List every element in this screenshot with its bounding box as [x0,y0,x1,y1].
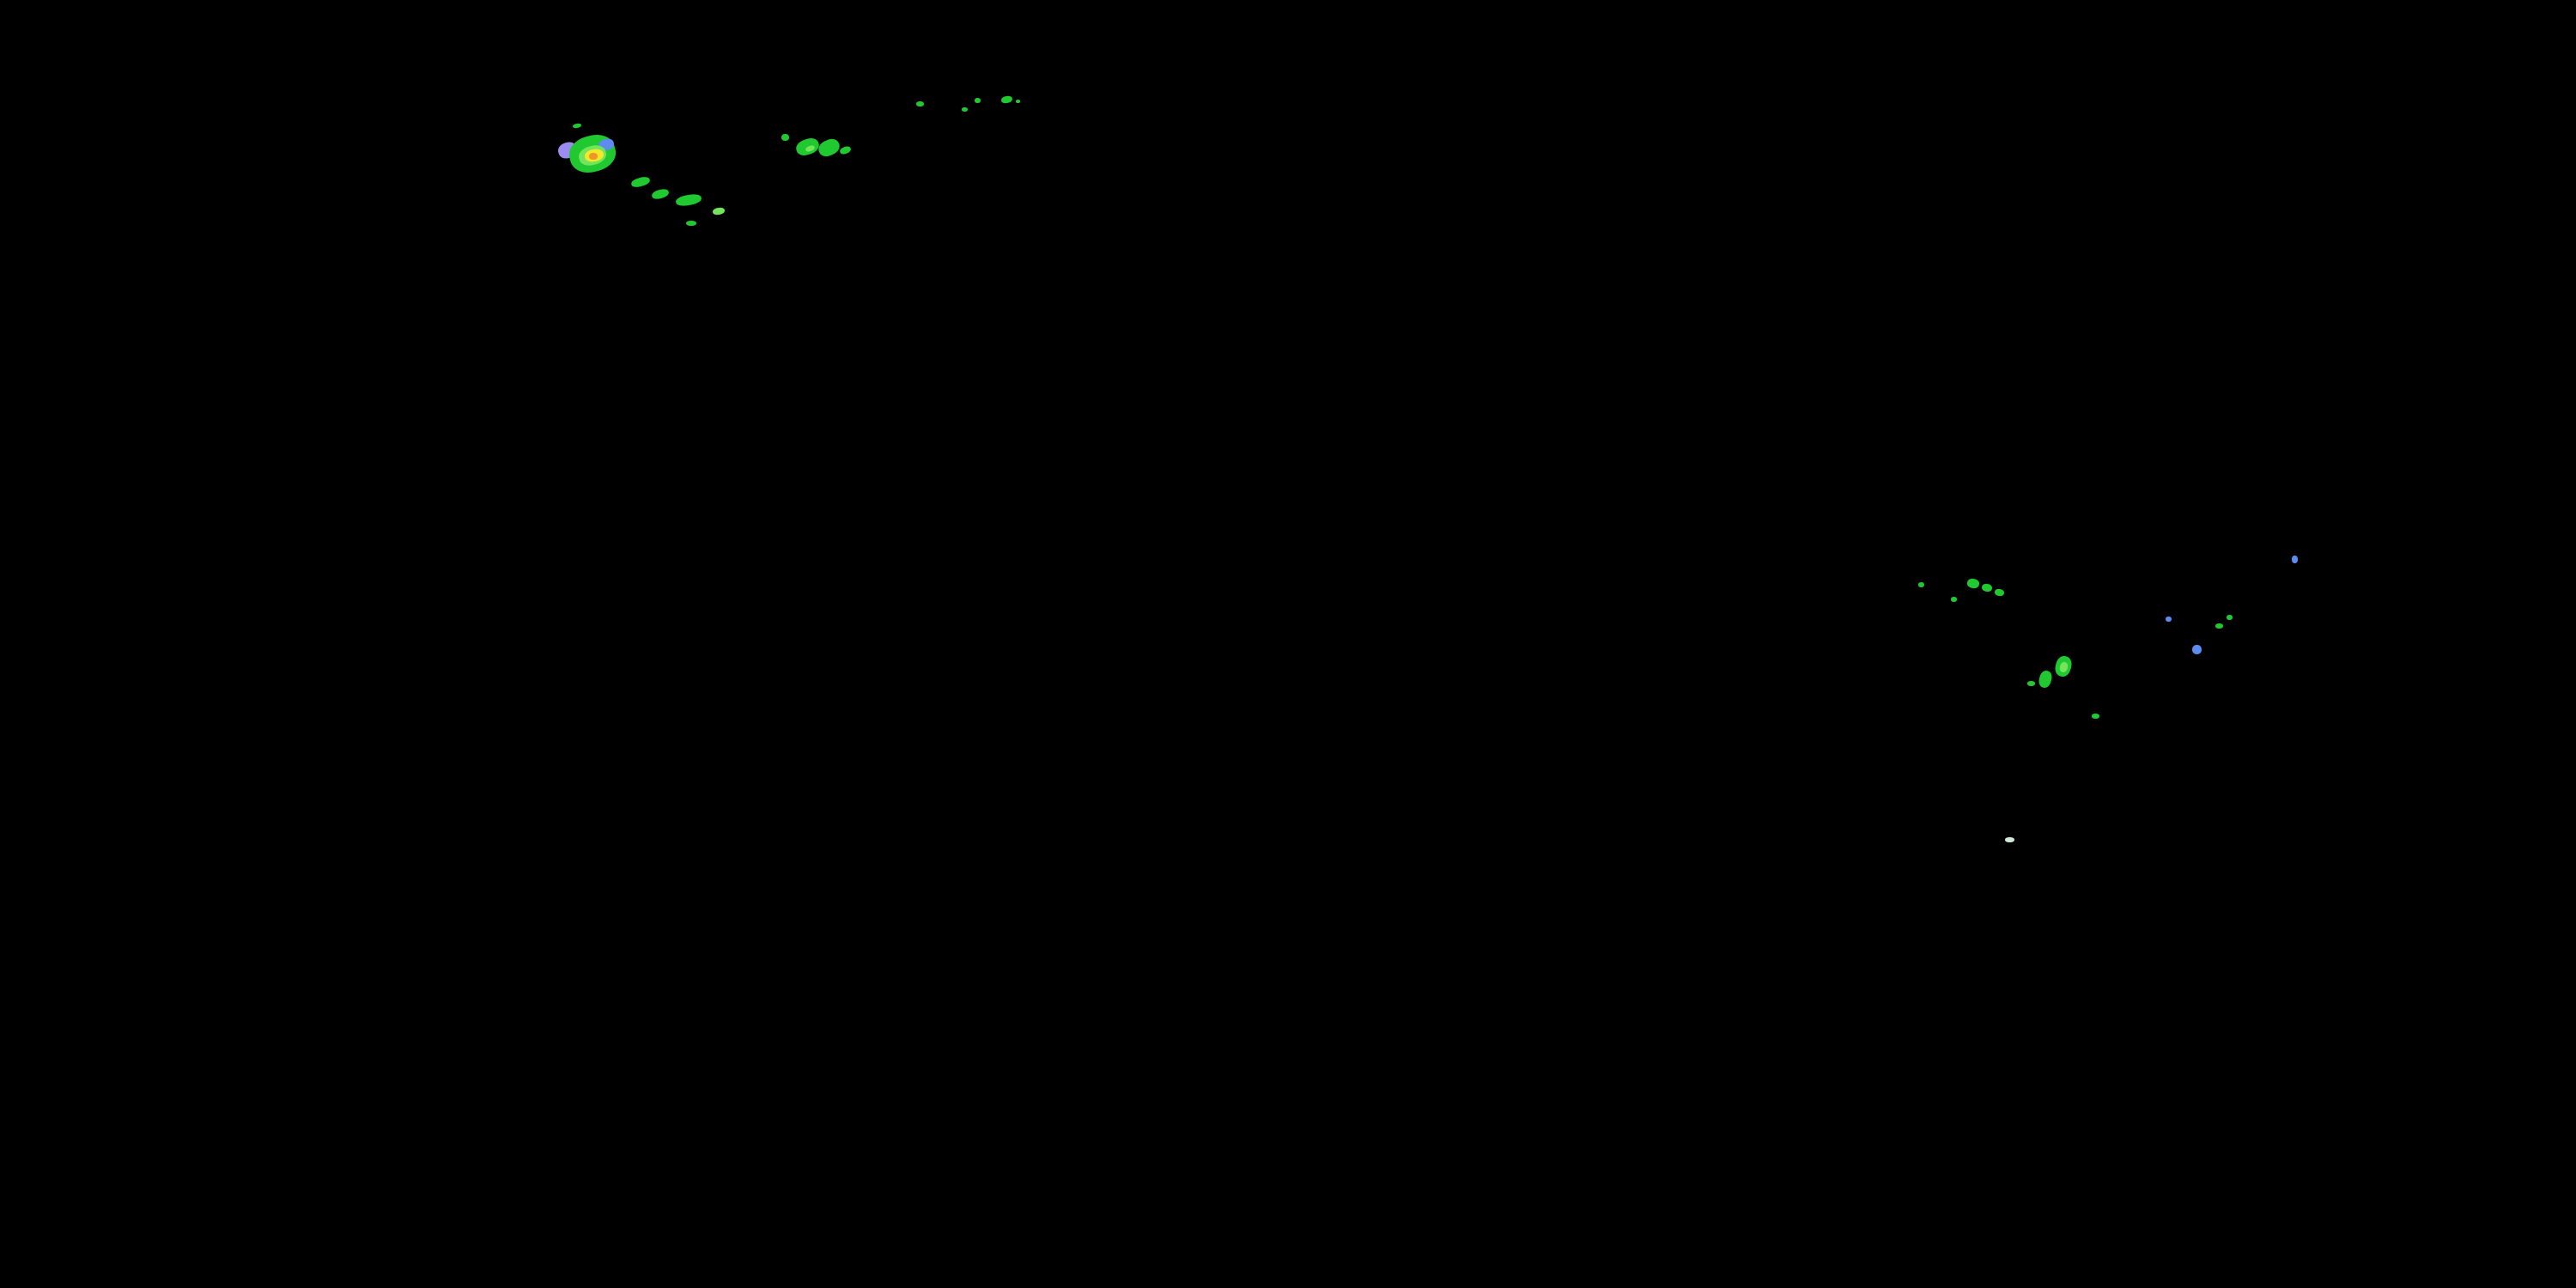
radar-echo [2292,556,2298,563]
radar-echo [816,136,842,160]
radar-echo [651,187,670,201]
radar-echo [712,206,726,216]
radar-echo [630,175,651,189]
radar-echo [2027,681,2035,686]
radar-echo [962,107,968,112]
radar-echo [572,123,582,129]
radar-echo [2166,617,2172,622]
radar-echo [839,145,852,155]
radar-echo [1016,100,1020,103]
radar-echo [2092,714,2099,719]
radar-echo [1918,582,1924,587]
radar-echo [675,192,702,208]
radar-echo [1951,597,1957,602]
radar-echo [2227,615,2233,620]
radar-echo [589,153,598,160]
radar-echo [1981,583,1993,592]
radar-echo [686,221,696,226]
radar-echo [781,134,789,141]
radar-echo [1994,588,2005,597]
radar-echo [2037,669,2054,690]
radar-echo [1000,94,1013,105]
radar-echo [916,101,924,106]
radar-echo [2215,623,2223,629]
radar-echo [1966,577,1980,590]
radar-echo [2192,645,2202,654]
radar-echo [975,98,981,103]
radar-echo [2005,837,2014,842]
